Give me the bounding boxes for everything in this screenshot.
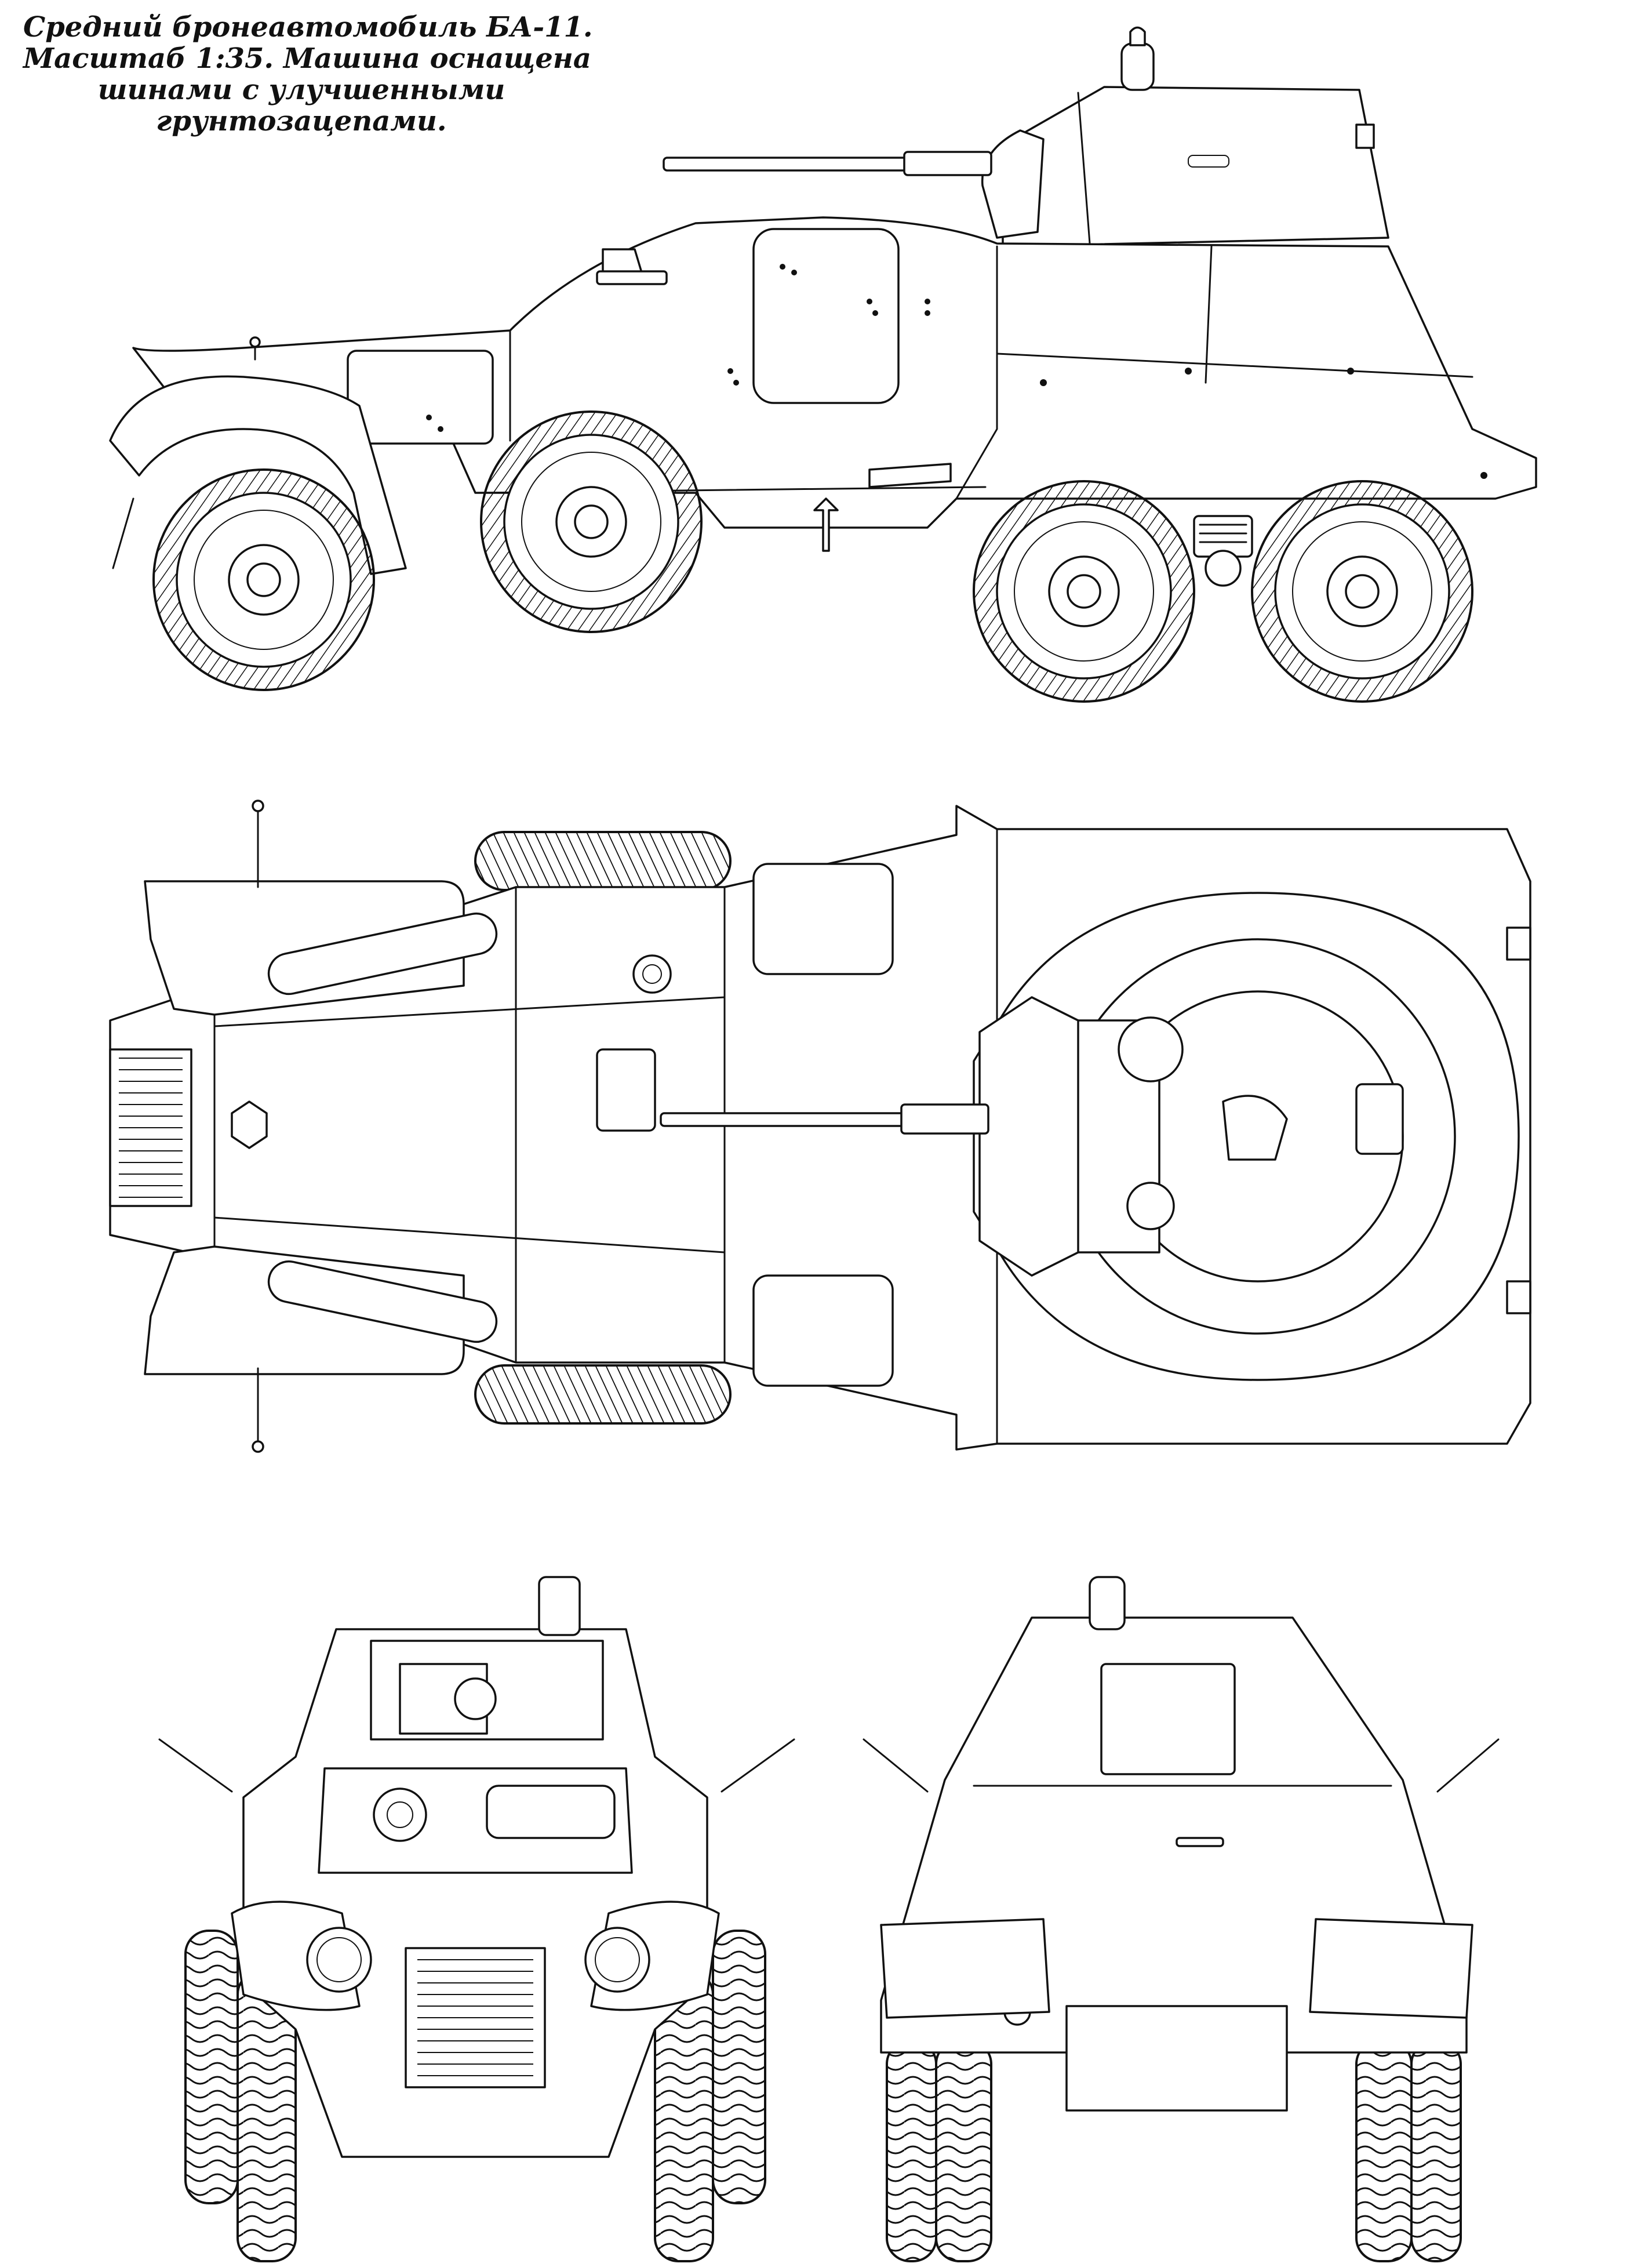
front-headlights [306,1927,650,1993]
side-rear-wheel-2 [1251,480,1473,703]
top-rear-details [1506,927,1531,1314]
top-turret [660,892,1520,1381]
caption-line-4: грунтозацепами. [156,105,447,137]
top-front-fenders [144,880,498,1375]
side-bumper-line [112,497,134,569]
top-antennas [252,800,264,1453]
rear-fenders [880,1918,1473,2019]
front-grille-louvres [417,1959,533,2076]
front-tires [184,1930,766,2262]
rear-antennas [863,1738,1500,1793]
side-turret [663,26,1389,248]
side-middle-wheel [480,410,703,633]
side-front-wheel [152,468,375,691]
front-hull [242,1576,708,2158]
side-front-fender [109,375,407,575]
caption-line-1: Средний бронеавтомобиль БА-11. [23,11,593,43]
side-rivets [426,264,1487,479]
top-spare-wheels [474,831,732,1425]
top-radiator [109,1048,268,1207]
front-antennas [158,1738,795,1793]
caption-line-2: Масштаб 1:35. Машина оснащена [23,42,591,75]
rear-tires [886,2040,1462,2262]
side-leaf-spring [1193,515,1253,587]
rear-hull [880,1576,1468,2112]
side-rear-wheel-1 [973,480,1195,703]
drawing-caption: Средний бронеавтомобиль БА-11. Масштаб 1… [23,11,593,137]
caption-line-3: шинами с улучшенными [97,74,505,106]
side-hull [132,216,1537,552]
